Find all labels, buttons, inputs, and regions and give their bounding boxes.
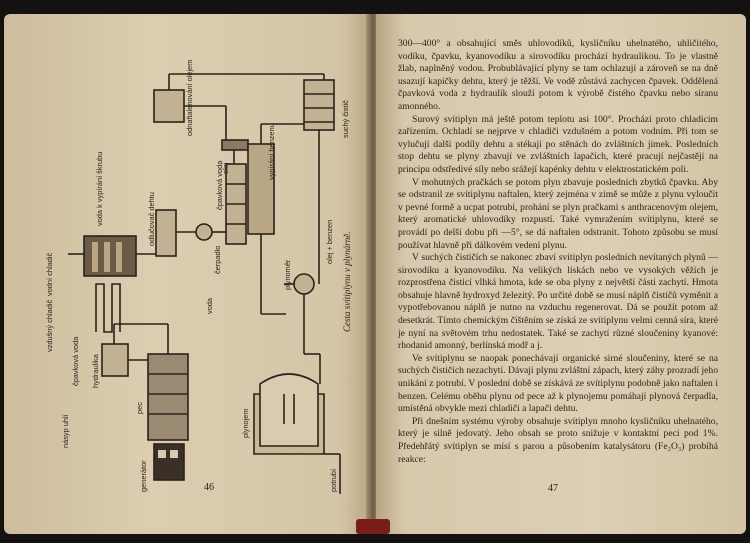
gas-plant-diagram: generátor násyp uhlí pec hydraulika čpav… <box>45 60 352 494</box>
diagram-caption: Cesta svítiplynu v plynárně. <box>342 232 352 332</box>
label-voda-shora: voda k vypírání škrubu <box>95 152 104 226</box>
left-page: generátor násyp uhlí pec hydraulika čpav… <box>4 14 370 534</box>
tar-separator-shape <box>155 209 177 257</box>
open-book: generátor násyp uhlí pec hydraulika čpav… <box>4 14 746 534</box>
right-page: 300—400° a obsahující směs uhlovodíků, k… <box>376 14 746 534</box>
label-cpavkova-voda-2: čpavková voda <box>215 160 224 210</box>
gas-meter-shape <box>293 273 315 295</box>
paragraph-4: V suchých čističích se nakonec zbaví sví… <box>398 252 718 352</box>
label-hydraulika: hydraulika <box>91 353 100 388</box>
page-number-right: 47 <box>548 483 558 494</box>
pump-shape <box>195 223 213 241</box>
furnace-shape <box>147 353 189 441</box>
label-vodni-chladic: vodní chladič <box>45 253 54 296</box>
hydraulics-shape <box>101 343 129 377</box>
paragraph-1: 300—400° a obsahující směs uhlovodíků, k… <box>398 38 718 112</box>
body-text: 300—400° a obsahující směs uhlovodíků, k… <box>398 38 718 466</box>
naphthalene-washer-shape <box>153 89 185 123</box>
label-pec: pec <box>135 402 144 414</box>
label-cerpadlo: čerpadlo <box>213 246 222 274</box>
page-number-left: 46 <box>204 482 214 493</box>
label-olej: olej <box>221 162 230 174</box>
label-cpavkova-voda-1: čpavková voda <box>71 336 80 386</box>
label-vzdusny-chladic: vzdušný chladič <box>45 300 54 352</box>
label-generator: generátor <box>139 460 148 492</box>
air-cooler-shape <box>95 283 121 333</box>
paragraph-6: Při dnešním systému výroby obsahuje svít… <box>398 415 718 465</box>
label-olej-benzen: olej + benzen <box>325 220 334 264</box>
label-suchy-cistic: suchý čistič <box>341 100 350 138</box>
label-potrubi: potrubí <box>329 468 338 492</box>
paragraph-3: V mohutných pračkách se potom plyn zbavu… <box>398 176 718 251</box>
label-nasyp-uhli: násyp uhlí <box>61 413 70 448</box>
label-plynomer: plynoměr <box>283 259 292 290</box>
generator-shape <box>153 443 185 481</box>
label-plynojem: plynojem <box>241 408 250 438</box>
label-odnaftalenovani: odnaftalenování olejem <box>185 60 194 136</box>
paragraph-5: Ve svítiplynu se naopak ponechávají orga… <box>398 352 718 415</box>
binding-bottom <box>356 519 390 534</box>
paragraph-2: Surový svítiplyn má ještě potom teplotu … <box>398 113 718 175</box>
label-voda-1: voda <box>205 297 214 314</box>
label-vypirani-benzenu: vypírání benzenu <box>267 123 276 180</box>
label-odlucovac-dehtu: odlučovač dehtu <box>147 192 156 246</box>
